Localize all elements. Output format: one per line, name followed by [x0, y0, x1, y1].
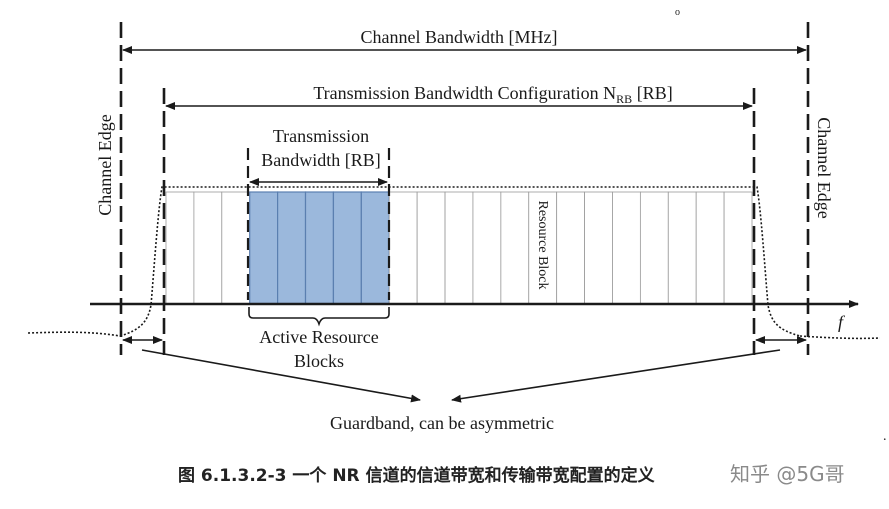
resource-block	[165, 191, 195, 305]
resource-block	[639, 191, 669, 305]
guardband-pointer-right	[451, 349, 781, 403]
tx-bandwidth-label-line2: Bandwidth [RB]	[261, 150, 381, 170]
resource-block	[667, 191, 697, 305]
resource-block	[695, 191, 725, 305]
config-label-prefix: Transmission Bandwidth Configuration N	[313, 83, 616, 103]
spectrum-tail-left	[27, 331, 121, 337]
active-resource-block	[304, 191, 335, 305]
channel-bandwidth-label: Channel Bandwidth [MHz]	[361, 27, 558, 47]
watermark: 知乎 @5G哥	[730, 462, 845, 486]
resource-block	[612, 191, 641, 305]
config-label-subscript: RB	[616, 92, 632, 106]
resource-block-label: Resource Block	[535, 200, 550, 289]
resource-block-grid	[165, 191, 753, 305]
config-label-suffix: [RB]	[632, 83, 673, 103]
config-bandwidth-label: Transmission Bandwidth Configuration NRB…	[313, 83, 672, 106]
resource-block	[584, 191, 613, 305]
active-resource-block	[360, 191, 390, 305]
resource-block	[723, 191, 753, 305]
stray-dot: .	[883, 429, 887, 444]
resource-block	[388, 191, 418, 305]
resource-block	[444, 191, 474, 305]
frequency-axis-label: f	[838, 312, 846, 332]
resource-block	[221, 191, 251, 305]
spectrum-mask	[119, 186, 801, 337]
guardband-label: Guardband, can be asymmetric	[330, 413, 554, 433]
active-resource-block	[277, 191, 307, 305]
guardband-pointer-left	[141, 349, 421, 403]
active-rb-label-line2: Blocks	[294, 351, 344, 371]
resource-block	[500, 191, 530, 305]
resource-block	[416, 191, 446, 305]
active-rb-label-line1: Active Resource	[259, 327, 378, 347]
spectrum-tail-right	[799, 335, 881, 340]
figure-caption: 图 6.1.3.2-3 一个 NR 信道的信道带宽和传输带宽配置的定义	[178, 465, 655, 486]
active-resource-block	[249, 191, 279, 305]
resource-block	[528, 191, 558, 305]
resource-block	[472, 191, 502, 305]
resource-block	[193, 191, 223, 305]
resource-block	[556, 191, 585, 305]
active-rb-brace	[248, 307, 390, 327]
channel-edge-label-right: Channel Edge	[814, 117, 834, 218]
stray-mark: o	[675, 7, 680, 18]
active-resource-block	[332, 191, 362, 305]
channel-edge-label-left: Channel Edge	[95, 114, 115, 215]
tx-bandwidth-label-line1: Transmission	[273, 126, 369, 146]
